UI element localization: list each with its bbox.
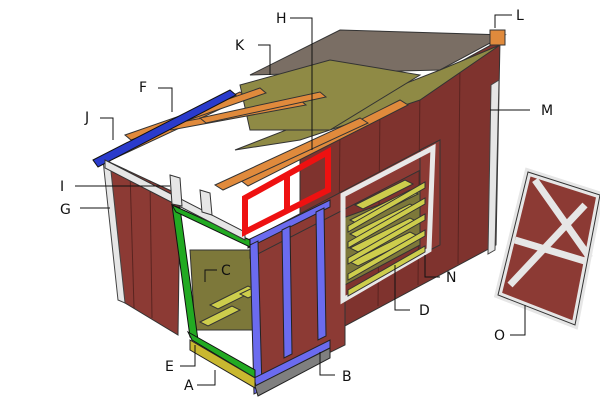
- top-plate-i: [104, 159, 246, 241]
- label-a: A: [184, 378, 194, 394]
- label-i: I: [60, 179, 64, 195]
- corner-trim-m: [487, 79, 500, 255]
- label-k: K: [235, 38, 245, 54]
- label-l: L: [516, 8, 524, 24]
- door-panel-o: [493, 167, 600, 330]
- label-f: F: [139, 80, 147, 96]
- label-e: E: [165, 359, 174, 375]
- gable-fascia-j: [92, 89, 237, 168]
- leader-lines: [75, 14, 530, 386]
- label-n: N: [446, 270, 456, 286]
- top-fascia-l: [489, 29, 506, 46]
- roof-sheathing-left: [239, 59, 422, 131]
- door-opening-joists: [347, 181, 426, 297]
- label-o: O: [494, 328, 505, 344]
- label-g: G: [60, 202, 71, 218]
- label-j: J: [84, 110, 89, 126]
- part-labels: L M H K F J I G C D N E A B O: [60, 8, 553, 394]
- label-h: H: [276, 11, 287, 27]
- label-m: M: [541, 103, 553, 119]
- label-c: C: [221, 263, 231, 279]
- gable-wall-battens: [129, 171, 153, 319]
- header-h: [242, 146, 331, 237]
- rim-joist-b: [254, 347, 331, 397]
- label-b: B: [342, 369, 352, 385]
- end-wall-frame-e: [170, 203, 256, 379]
- label-d: D: [419, 303, 430, 319]
- door-opening-d: [340, 143, 436, 305]
- floor-rim-a: [189, 339, 256, 389]
